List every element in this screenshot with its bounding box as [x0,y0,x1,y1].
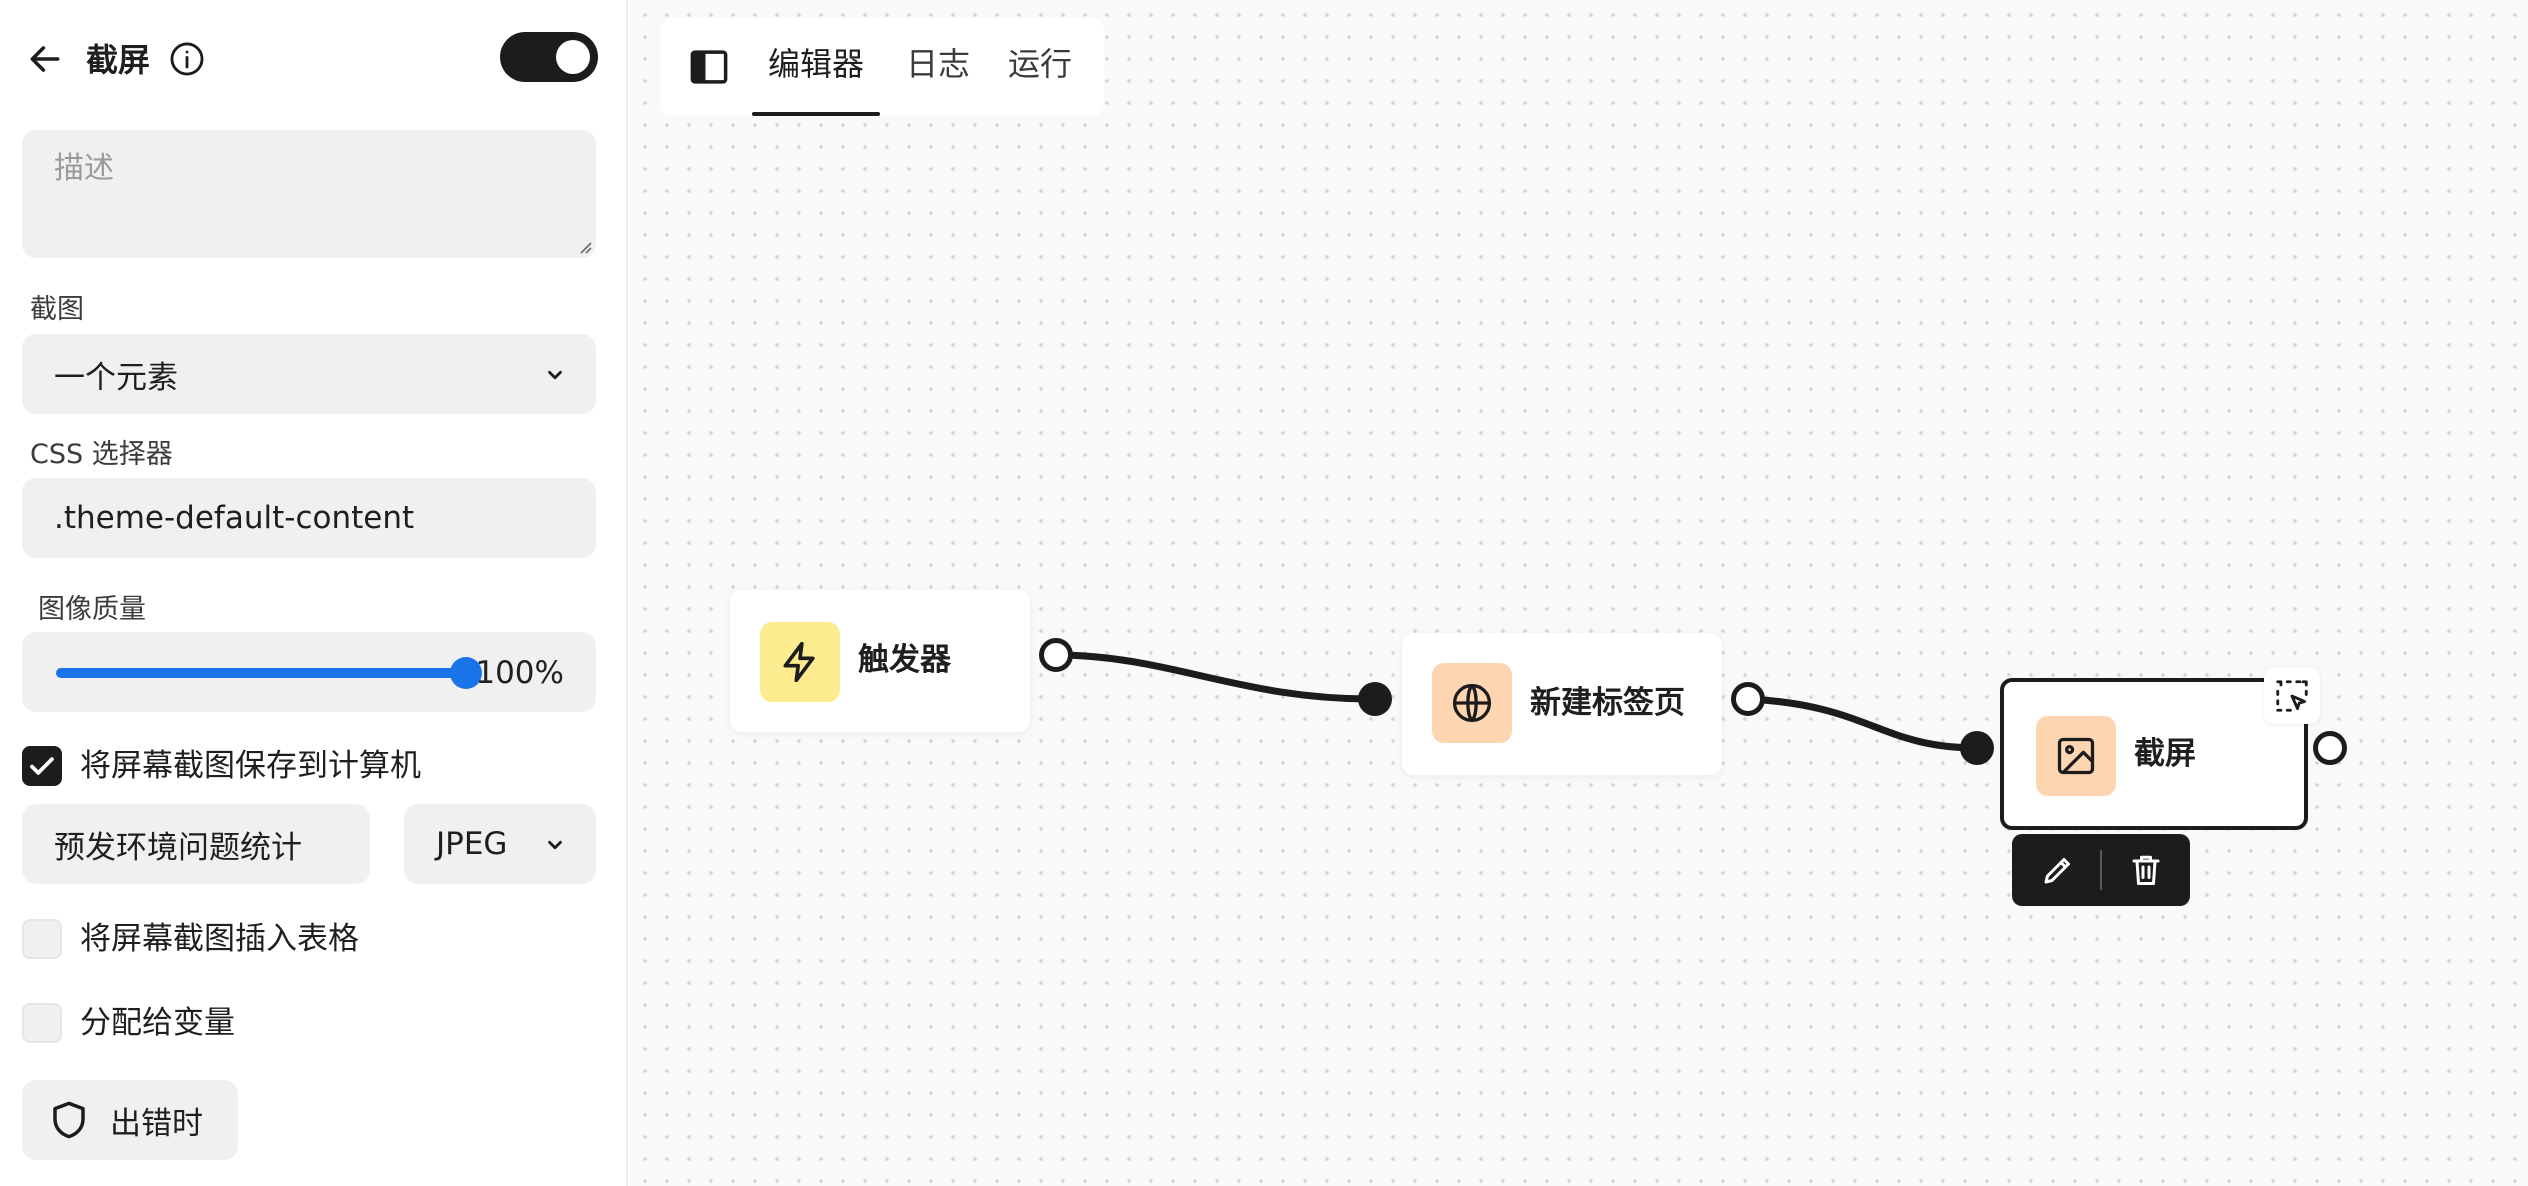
save-to-computer-checkbox[interactable] [22,746,62,786]
assign-variable-row: 分配给变量 [22,1003,235,1043]
node-trigger-label: 触发器 [858,642,951,678]
tab-run[interactable]: 运行 [1008,45,1073,83]
image-quality-label: 图像质量 [38,594,146,625]
screenshot-type-label: 截图 [30,294,84,325]
tab-logs[interactable]: 日志 [906,45,971,83]
panel-toggle-icon[interactable] [688,46,730,88]
block-title: 截屏 [86,41,151,79]
assign-variable-label: 分配给变量 [80,1005,235,1041]
node-new-tab[interactable]: 新建标签页 [1402,633,1722,775]
insert-table-label: 将屏幕截图插入表格 [80,921,359,957]
chevron-down-icon [548,840,562,850]
edge-newtab-to-screenshot [1747,695,1979,752]
on-error-label: 出错时 [110,1105,203,1142]
delete-node-button[interactable] [2126,850,2166,890]
css-selector-input[interactable]: .theme-default-content [22,478,596,558]
new-tab-output-port[interactable] [1731,682,1765,716]
checkmark-icon [30,757,54,775]
tab-editor[interactable]: 编辑器 [768,45,865,83]
toggle-knob [556,40,590,74]
assign-variable-checkbox[interactable] [22,1003,62,1043]
on-error-button[interactable]: 出错时 [22,1080,238,1160]
resize-grip-icon[interactable] [576,238,592,254]
node-screenshot-label: 截屏 [2134,736,2196,772]
description-placeholder: 描述 [54,151,114,186]
save-to-computer-row: 将屏幕截图保存到计算机 [22,746,421,786]
node-toolbar [2012,834,2190,906]
info-icon[interactable] [168,40,206,78]
node-new-tab-label: 新建标签页 [1530,685,1685,721]
insert-table-row: 将屏幕截图插入表格 [22,919,359,959]
screenshot-icon-badge [2036,716,2116,796]
description-textarea[interactable]: 描述 [22,130,596,258]
shield-icon [53,1101,85,1139]
quality-slider-thumb[interactable] [450,657,482,689]
toolbar-divider [2100,850,2102,890]
trigger-icon-badge [760,622,840,702]
editor-tabs: 编辑器 日志 运行 [660,18,1104,116]
screenshot-type-select[interactable]: 一个元素 [22,334,596,414]
edge-trigger-to-newtab [1055,651,1377,703]
trigger-output-port[interactable] [1039,638,1073,672]
node-trigger[interactable]: 触发器 [730,590,1030,732]
screenshot-output-port[interactable] [2313,731,2347,765]
new-tab-icon-badge [1432,663,1512,743]
settings-sidebar: 截屏 描述 截图 一个元素 CSS 选择器 .theme-default-con… [0,0,628,1186]
node-screenshot[interactable]: 截屏 [2000,678,2308,830]
quality-value: 100% [475,655,564,691]
css-selector-value: .theme-default-content [54,500,415,536]
screenshot-type-value: 一个元素 [54,359,178,396]
active-tab-underline [752,112,880,116]
sidebar-header: 截屏 [22,28,598,88]
insert-table-checkbox[interactable] [22,919,62,959]
element-select-icon [2276,680,2308,712]
image-icon [2057,737,2095,775]
arrow-left-icon [30,46,60,72]
trash-icon [2132,855,2160,885]
element-selector-button[interactable] [2264,668,2320,724]
format-select[interactable]: JPEG [404,804,596,884]
lightning-icon [783,641,815,683]
image-quality-field: 100% [22,632,596,712]
back-button[interactable] [22,36,68,82]
filename-input[interactable]: 预发环境问题统计 [22,804,370,884]
block-enable-toggle[interactable] [500,32,598,82]
chevron-down-icon [548,370,562,380]
globe-icon [1452,683,1492,723]
quality-slider-fill [56,668,466,678]
filename-value: 预发环境问题统计 [54,829,302,866]
quality-slider-track[interactable] [56,657,482,689]
edit-node-button[interactable] [2038,850,2078,890]
new-tab-input-port[interactable] [1358,682,1392,716]
screenshot-input-port[interactable] [1960,731,1994,765]
pencil-icon [2044,858,2070,884]
save-to-computer-label: 将屏幕截图保存到计算机 [80,748,421,784]
format-value: JPEG [436,826,508,862]
css-selector-label: CSS 选择器 [30,439,173,470]
